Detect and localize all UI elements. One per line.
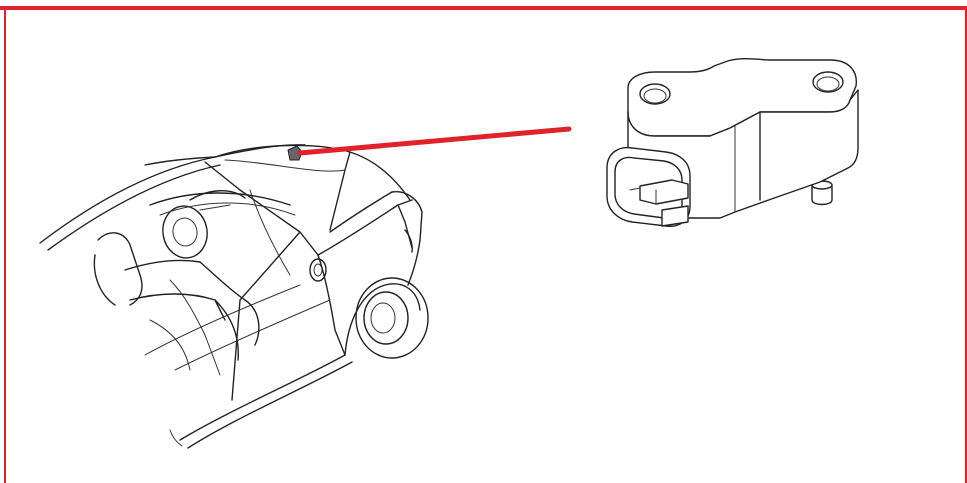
- leader-line: [297, 126, 572, 156]
- car-cutaway-icon: [39, 144, 429, 449]
- frame-top-border: [0, 6, 967, 10]
- sensor-module-icon: [606, 58, 859, 227]
- frame-left-border: [4, 6, 6, 483]
- frame-right-border: [965, 6, 967, 483]
